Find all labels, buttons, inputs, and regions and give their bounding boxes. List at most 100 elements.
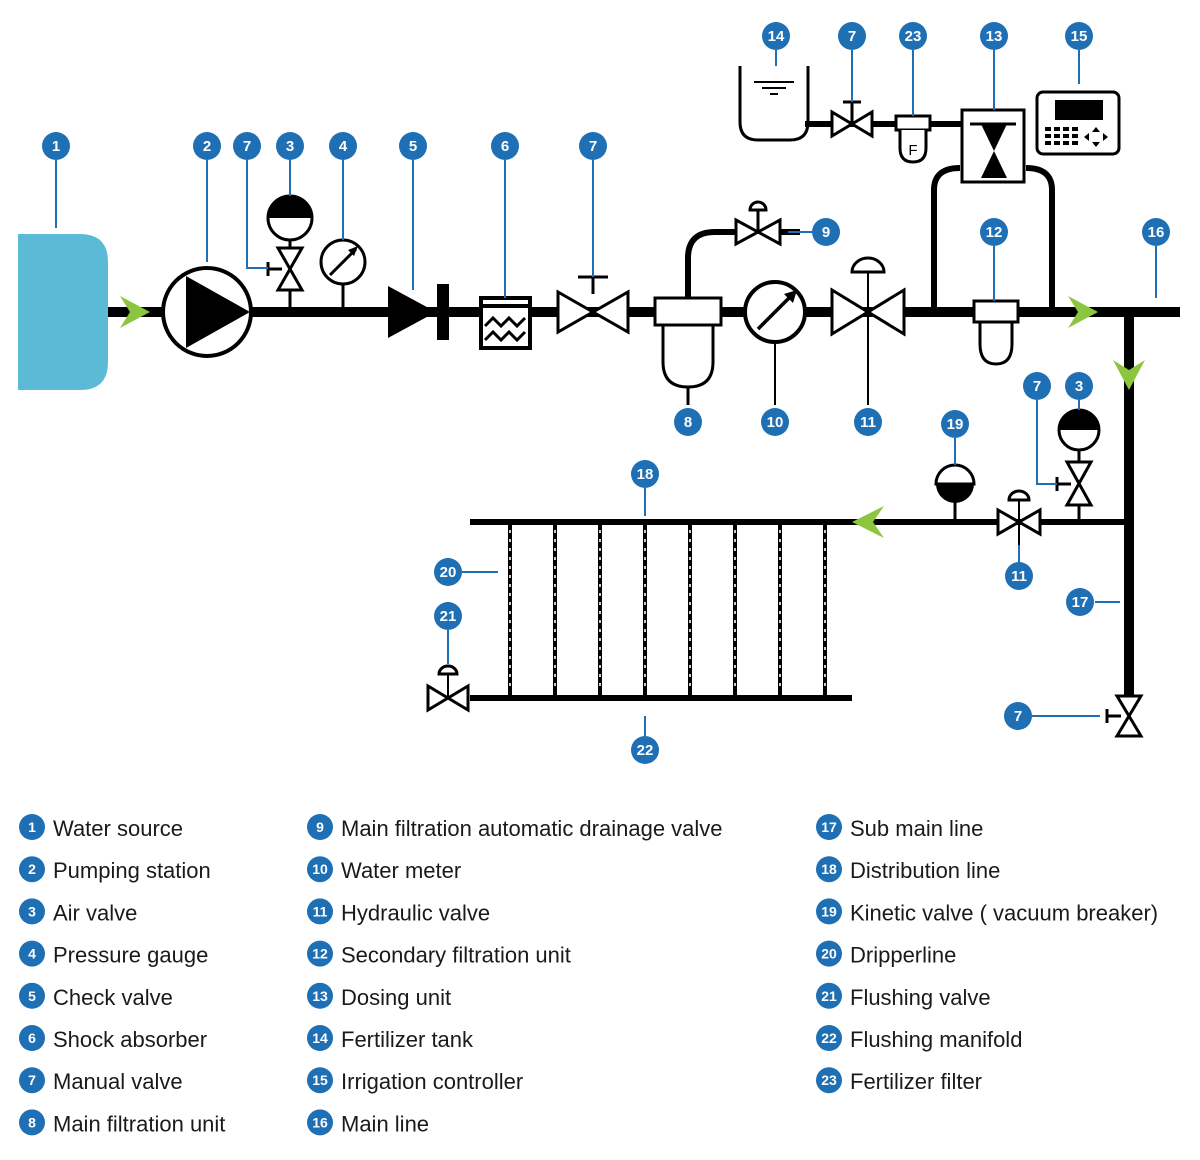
legend-number: 15 (312, 1072, 328, 1088)
legend-number: 20 (821, 946, 837, 962)
legend-badge (307, 898, 333, 925)
callout-badge: 17 (1066, 588, 1094, 616)
svg-text:2: 2 (203, 138, 211, 155)
legend-badge (19, 940, 45, 967)
legend-label: Air valve (53, 900, 137, 925)
callout-badge: 11 (1005, 562, 1033, 590)
callout-badge: 11 (854, 408, 882, 436)
kinetic-valve-icon (934, 463, 976, 503)
legend-label: Main filtration unit (53, 1111, 225, 1136)
callout-leaders (55, 50, 1157, 736)
legend-label: Check valve (53, 985, 173, 1010)
legend-label: Flushing manifold (850, 1027, 1022, 1052)
callout-badge: 19 (941, 410, 969, 438)
legend-number: 4 (28, 946, 36, 962)
fertilizer-filter-icon (894, 114, 932, 164)
callout-badge: 15 (1065, 22, 1093, 50)
svg-text:15: 15 (1071, 28, 1088, 45)
legend-badge (19, 1109, 45, 1136)
secondary-filtration-unit-icon (972, 299, 1020, 366)
svg-text:9: 9 (822, 224, 830, 241)
legend-badge (307, 1067, 333, 1094)
irrigation-controller-icon (1035, 90, 1121, 156)
dripper-dots (509, 530, 826, 692)
legend-label: Sub main line (850, 816, 983, 841)
legend-number: 23 (821, 1072, 837, 1088)
svg-text:5: 5 (409, 138, 417, 155)
legend-badge (307, 856, 333, 883)
svg-text:7: 7 (1014, 708, 1022, 725)
callout-badge: 23 (899, 22, 927, 50)
legend-label: Main filtration automatic drainage valve (341, 816, 723, 841)
callout-badge: 1 (42, 132, 70, 160)
legend-badge (19, 982, 45, 1009)
legend-label: Water meter (341, 858, 461, 883)
svg-text:7: 7 (243, 138, 251, 155)
legend-label: Secondary filtration unit (341, 943, 571, 968)
svg-text:3: 3 (286, 138, 294, 155)
flow-arrow-icon (120, 296, 150, 328)
legend-badge (816, 856, 842, 883)
manual-valve-icon (830, 100, 874, 139)
fertilizer-filter-letter: F (908, 142, 917, 159)
svg-text:1: 1 (52, 138, 60, 155)
shock-absorber-icon (479, 296, 532, 350)
flow-arrow-icon (1113, 360, 1145, 390)
legend-badge (816, 1067, 842, 1094)
callout-badge: 7 (1023, 372, 1051, 400)
legend-badge (816, 814, 842, 840)
manual-valve-icon (556, 275, 630, 335)
legend-label: Hydraulic valve (341, 900, 490, 925)
legend-number: 13 (312, 988, 328, 1004)
legend-badge (307, 982, 333, 1009)
pump-icon (161, 266, 253, 358)
legend-number: 8 (28, 1114, 36, 1130)
svg-text:17: 17 (1072, 594, 1089, 611)
legend-number: 3 (28, 903, 36, 919)
callout-badge: 22 (631, 736, 659, 764)
water-source-tank (18, 234, 108, 390)
dosing-bypass-loop (931, 165, 1055, 312)
svg-text:18: 18 (637, 466, 654, 483)
svg-text:13: 13 (986, 28, 1003, 45)
legend-item: 15 Irrigation controller (307, 1067, 523, 1094)
legend-badge (19, 1025, 45, 1051)
check-valve-icon (388, 284, 449, 340)
drainage-valve-icon (734, 200, 782, 247)
legend-label: Main line (341, 1111, 429, 1136)
pressure-gauge-icon (319, 238, 367, 286)
legend-number: 18 (821, 861, 837, 877)
legend-item: 23 Fertilizer filter (816, 1067, 982, 1094)
legend-label: Fertilizer filter (850, 1069, 982, 1094)
air-valve-icon (1057, 408, 1101, 462)
legend-label: Dosing unit (341, 985, 451, 1010)
callout-badge: 2 (193, 132, 221, 160)
pipes (58, 121, 1180, 701)
svg-text:7: 7 (848, 28, 856, 45)
callout-badge: 14 (762, 22, 790, 50)
legend-badge (816, 898, 842, 925)
svg-text:22: 22 (637, 742, 654, 759)
flow-arrow-icon (852, 506, 884, 538)
legend-label: Irrigation controller (341, 1069, 523, 1094)
air-valve-icon (266, 194, 314, 248)
legend-number: 16 (312, 1114, 328, 1130)
legend-badge (19, 898, 45, 925)
legend-badge (19, 814, 45, 840)
legend-label: Pressure gauge (53, 943, 208, 968)
callout-badge: 7 (579, 132, 607, 160)
callout-badge: 7 (1004, 702, 1032, 730)
legend-number: 6 (28, 1030, 36, 1046)
legend-number: 1 (28, 819, 36, 835)
svg-text:20: 20 (440, 564, 457, 581)
